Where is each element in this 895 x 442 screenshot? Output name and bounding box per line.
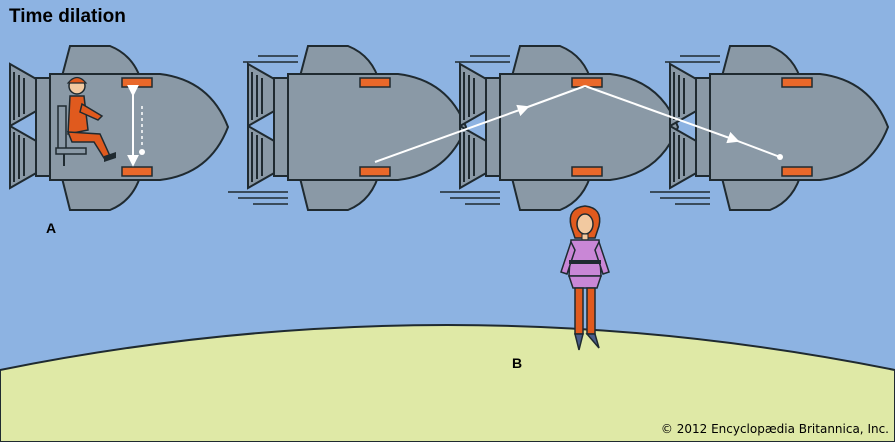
rocket-icon-d [650,46,888,210]
label-b: B [512,355,522,371]
rocket-icon-a [10,46,228,210]
rocket-icon-b [228,46,466,210]
diagram-title: Time dilation [9,6,126,28]
label-a: A [46,220,56,236]
copyright-credit: © 2012 Encyclopædia Britannica, Inc. [661,422,889,436]
rocket-icon-c [440,46,678,210]
